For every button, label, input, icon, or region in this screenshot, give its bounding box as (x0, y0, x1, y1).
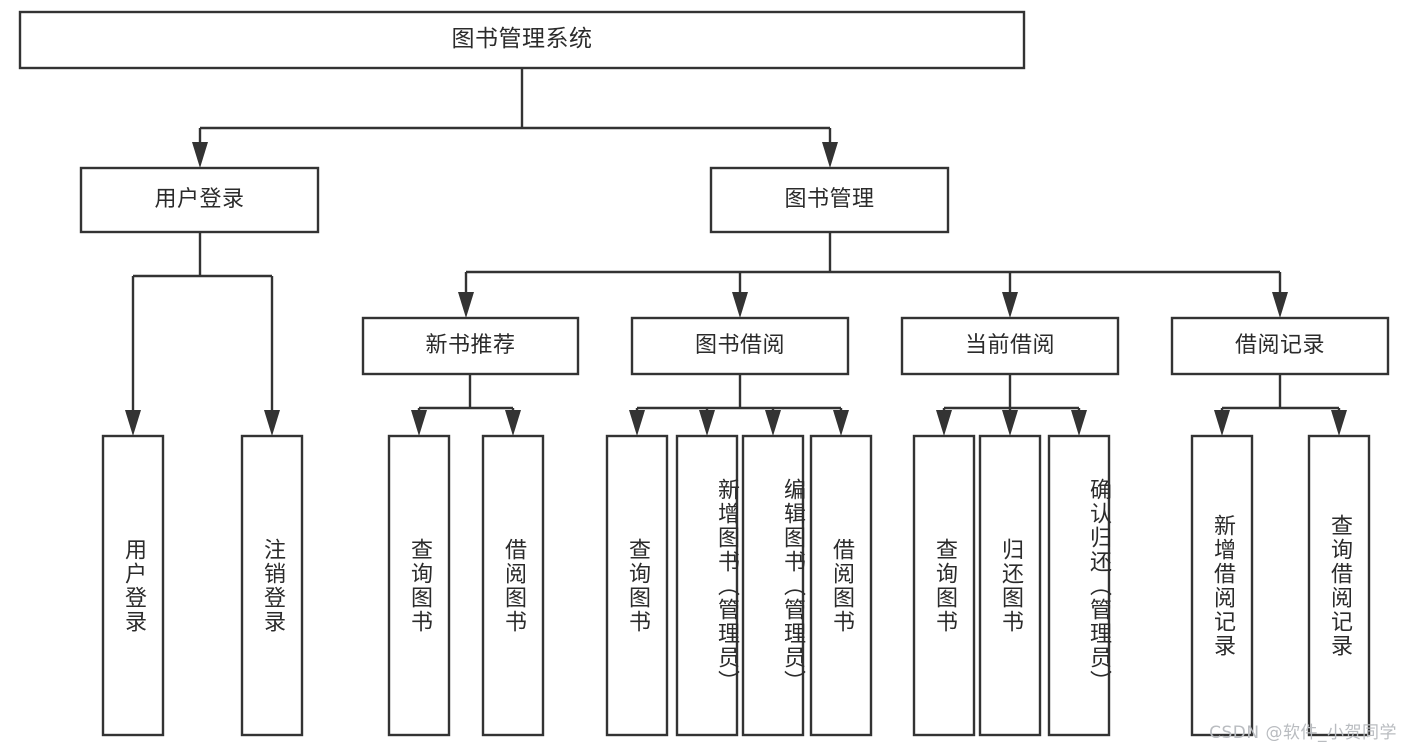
arrow-to-leaf-confirm-return (1071, 410, 1087, 436)
node-leaf-add-record[interactable] (1190, 434, 1254, 737)
arrow-root-to-user-login (192, 142, 208, 168)
arrow-to-leaf-borrow-book-2 (833, 410, 849, 436)
node-leaf-user-login[interactable] (101, 434, 165, 737)
node-borrow-record[interactable] (1170, 316, 1390, 376)
arrow-to-leaf-user-login (125, 410, 141, 436)
node-book-borrow[interactable] (630, 316, 850, 376)
node-root[interactable] (18, 10, 1026, 70)
node-leaf-confirm-return[interactable] (1047, 434, 1111, 737)
arrow-to-leaf-add-book (699, 410, 715, 436)
node-current-borrow[interactable] (900, 316, 1120, 376)
arrow-to-leaf-borrow-book-1 (505, 410, 521, 436)
node-leaf-return-book[interactable] (978, 434, 1042, 737)
node-leaf-query-book-2[interactable] (605, 434, 669, 737)
node-leaf-query-book-3[interactable] (912, 434, 976, 737)
csdn-watermark: CSDN @软件_小贺同学 (1209, 723, 1397, 743)
node-leaf-query-record[interactable] (1307, 434, 1371, 737)
arrow-to-leaf-query-book-2 (629, 410, 645, 436)
arrow-to-book-borrow (732, 292, 748, 318)
node-leaf-edit-book[interactable] (741, 434, 805, 737)
arrow-to-leaf-query-record (1331, 410, 1347, 436)
arrow-to-leaf-logout-login (264, 410, 280, 436)
node-leaf-borrow-book-1[interactable] (481, 434, 545, 737)
node-user-login[interactable] (79, 166, 320, 234)
arrow-to-new-book-recommend (458, 292, 474, 318)
node-new-book-recommend[interactable] (361, 316, 580, 376)
arrow-to-leaf-query-book-1 (411, 410, 427, 436)
node-leaf-logout-login[interactable] (240, 434, 304, 737)
node-leaf-borrow-book-2[interactable] (809, 434, 873, 737)
arrow-to-current-borrow (1002, 292, 1018, 318)
node-book-management[interactable] (709, 166, 950, 234)
node-leaf-query-book-1[interactable] (387, 434, 451, 737)
arrow-to-borrow-record (1272, 292, 1288, 318)
arrow-to-leaf-return-book (1002, 410, 1018, 436)
node-leaf-add-book[interactable] (675, 434, 739, 737)
arrow-to-leaf-add-record (1214, 410, 1230, 436)
arrow-root-to-book-management (822, 142, 838, 168)
arrow-to-leaf-query-book-3 (936, 410, 952, 436)
arrow-to-leaf-edit-book (765, 410, 781, 436)
